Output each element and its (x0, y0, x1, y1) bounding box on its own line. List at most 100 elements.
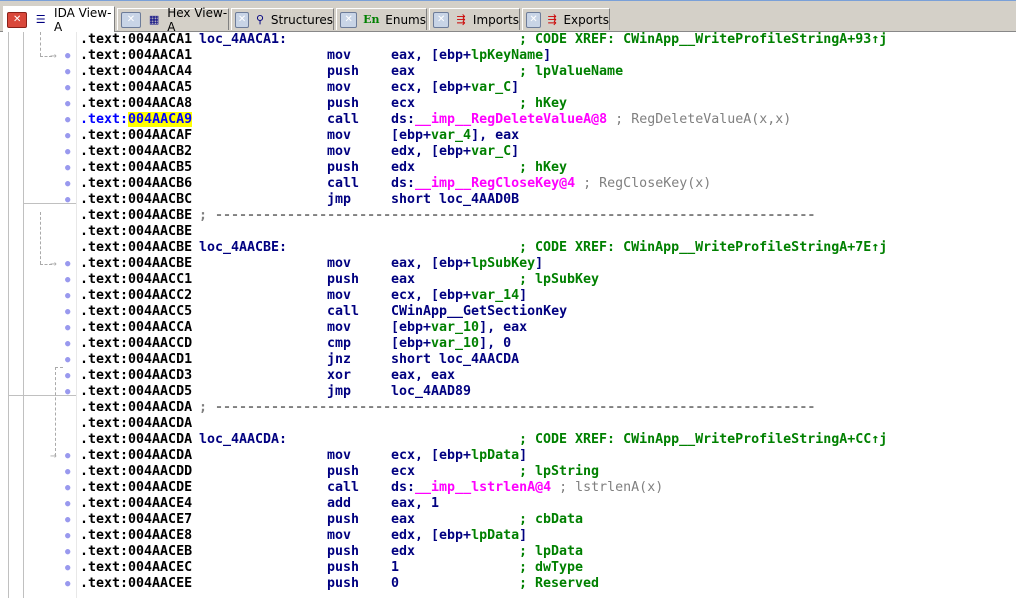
operands[interactable]: 0 (391, 576, 399, 592)
xref-comment[interactable]: ; CODE XREF: CWinApp__WriteProfileString… (519, 32, 888, 47)
operands[interactable]: short loc_4AAD0B (391, 192, 519, 208)
instruction-dot-icon: ● (65, 259, 71, 269)
operands[interactable]: eax (391, 64, 415, 80)
operands[interactable]: ecx (391, 464, 415, 480)
operands[interactable]: edx, [ebp+lpData] (391, 528, 527, 544)
operands[interactable]: eax (391, 512, 415, 528)
import-ref[interactable]: __imp__lstrlenA@4 (415, 480, 552, 495)
variable-ref[interactable]: lpData (471, 528, 520, 543)
variable-ref[interactable]: var_C (471, 80, 512, 95)
variable-ref[interactable]: lpKeyName (471, 48, 544, 63)
variable-ref[interactable]: var_4 (431, 128, 472, 143)
tab-ida-view-a[interactable]: ✕☰IDA View-A (3, 6, 115, 34)
listing-line[interactable]: .text:004AACDA; ------------------------… (0, 400, 1016, 416)
tab-imports[interactable]: ✕⇶Imports (429, 8, 520, 30)
listing-line[interactable]: .text:004AACDA (0, 416, 1016, 432)
import-ref[interactable]: __imp__RegCloseKey@4 (415, 176, 576, 191)
operands[interactable]: ds:__imp__RegCloseKey@4 ; RegCloseKey(x) (391, 176, 711, 192)
operands[interactable]: eax, 1 (391, 496, 439, 512)
xref-comment[interactable]: ; CODE XREF: CWinApp__WriteProfileString… (519, 432, 888, 447)
close-tab-icon[interactable]: ✕ (433, 11, 450, 28)
variable-ref[interactable]: var_10 (431, 336, 480, 351)
operands[interactable]: eax (391, 272, 415, 288)
operands[interactable]: [ebp+var_10], eax (391, 320, 527, 336)
close-tab-icon[interactable]: ✕ (235, 11, 250, 28)
code-label[interactable]: loc_4AACBE: (199, 240, 288, 255)
operands[interactable]: edx, [ebp+var_C] (391, 144, 519, 160)
operands[interactable]: short loc_4AACDA (391, 352, 519, 368)
operands[interactable]: eax, eax (391, 368, 455, 384)
variable-ref[interactable]: var_10 (431, 320, 480, 335)
variable-ref[interactable]: lpSubKey (471, 256, 536, 271)
close-tab-icon[interactable]: ✕ (340, 11, 358, 28)
xref-comment[interactable]: ; CODE XREF: CWinApp__WriteProfileString… (519, 240, 888, 255)
operands[interactable]: loc_4AAD89 (391, 384, 471, 400)
operands[interactable]: ds:__imp__RegDeleteValueA@8 ; RegDeleteV… (391, 112, 791, 128)
variable-ref[interactable]: lpData (471, 448, 520, 463)
code-label[interactable]: loc_4AACDA: (199, 432, 288, 447)
operands[interactable]: 1 (391, 560, 399, 576)
close-tab-icon[interactable]: ✕ (7, 11, 28, 28)
operands[interactable]: ecx, [ebp+var_C] (391, 80, 519, 96)
operands[interactable]: ecx (391, 96, 415, 112)
listing-line[interactable]: .text:004AACBE; ------------------------… (0, 208, 1016, 224)
close-tab-icon[interactable]: ✕ (526, 11, 542, 28)
operands[interactable]: [ebp+var_4], eax (391, 128, 519, 144)
operands[interactable]: CWinApp__GetSectionKey (391, 304, 567, 320)
import-ref[interactable]: __imp__RegDeleteValueA@8 (415, 112, 608, 127)
variable-ref[interactable]: var_14 (471, 288, 520, 303)
tab-hex-view-a[interactable]: ✕▦Hex View-A (117, 6, 229, 34)
operands[interactable]: ds:__imp__lstrlenA@4 ; lstrlenA(x) (391, 480, 663, 496)
code-label[interactable]: loc_4AACA1: (199, 32, 288, 47)
tab-label: Imports (472, 12, 519, 27)
operands[interactable]: ecx, [ebp+lpData] (391, 448, 527, 464)
operands[interactable]: eax, [ebp+lpKeyName] (391, 48, 551, 64)
instruction-dot-icon: ● (65, 547, 71, 557)
operands[interactable]: edx (391, 160, 415, 176)
operands[interactable]: eax, [ebp+lpSubKey] (391, 256, 543, 272)
operands[interactable]: [ebp+var_10], 0 (391, 336, 511, 352)
operand-text: ], 0 (479, 336, 512, 351)
variable-ref[interactable]: var_C (471, 144, 512, 159)
line-address: .text:004AACCA (80, 320, 192, 336)
operands[interactable]: ecx, [ebp+var_14] (391, 288, 527, 304)
operands[interactable]: edx (391, 544, 415, 560)
tab-structures[interactable]: ✕⚲Structures (231, 8, 334, 30)
listing-line[interactable]: .text:004AACBE (0, 224, 1016, 240)
close-tab-icon[interactable]: ✕ (121, 11, 141, 28)
tab-exports[interactable]: ✕⇶Exports (522, 8, 610, 30)
